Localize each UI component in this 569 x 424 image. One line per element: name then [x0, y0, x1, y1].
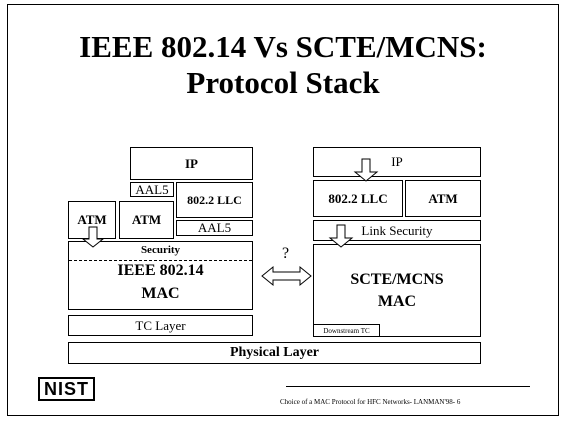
left-mac-line-1: IEEE 802.14 [117, 262, 204, 279]
left-down-arrow-icon [81, 226, 105, 248]
left-security-label: Security [140, 244, 181, 256]
title-line-1: IEEE 802.14 Vs SCTE/MCNS: [79, 29, 487, 64]
footer-text: Choice of a MAC Protocol for HFC Network… [280, 398, 461, 406]
right-ip-box: IP [313, 147, 481, 177]
left-ip-box: IP [130, 147, 253, 180]
right-security-down-arrow-icon [328, 224, 354, 248]
left-llc-box: 802.2 LLC [176, 182, 253, 218]
right-llc-box: 802.2 LLC [313, 180, 403, 217]
slide: IEEE 802.14 Vs SCTE/MCNS: Protocol Stack… [7, 4, 559, 416]
right-mac-box: SCTE/MCNS MAC [313, 244, 481, 337]
slide-title: IEEE 802.14 Vs SCTE/MCNS: Protocol Stack [8, 29, 558, 101]
double-arrow-icon [261, 265, 312, 287]
right-atm-box: ATM [405, 180, 481, 217]
question-mark: ? [282, 245, 290, 262]
right-downstream-tc-box: Downstream TC [313, 324, 380, 337]
right-mac-line-2: MAC [377, 293, 417, 310]
title-line-2: Protocol Stack [186, 65, 380, 100]
footer-rule [286, 386, 530, 387]
security-divider [69, 260, 252, 261]
right-ip-down-arrow-icon [353, 158, 379, 182]
physical-layer-box: Physical Layer [68, 342, 481, 364]
left-mac-box: Security IEEE 802.14 MAC [68, 241, 253, 310]
left-mac-line-2: MAC [141, 285, 180, 302]
arrows-layer [81, 158, 379, 287]
left-aal5-bottom-box: AAL5 [176, 220, 253, 236]
left-aal5-top-box: AAL5 [130, 182, 174, 197]
right-link-security-box: Link Security [313, 220, 481, 241]
left-atm-box-2: ATM [119, 201, 174, 239]
left-tc-layer-box: TC Layer [68, 315, 253, 336]
right-mac-line-1: SCTE/MCNS [350, 271, 444, 288]
nist-logo: NIST [38, 377, 95, 401]
